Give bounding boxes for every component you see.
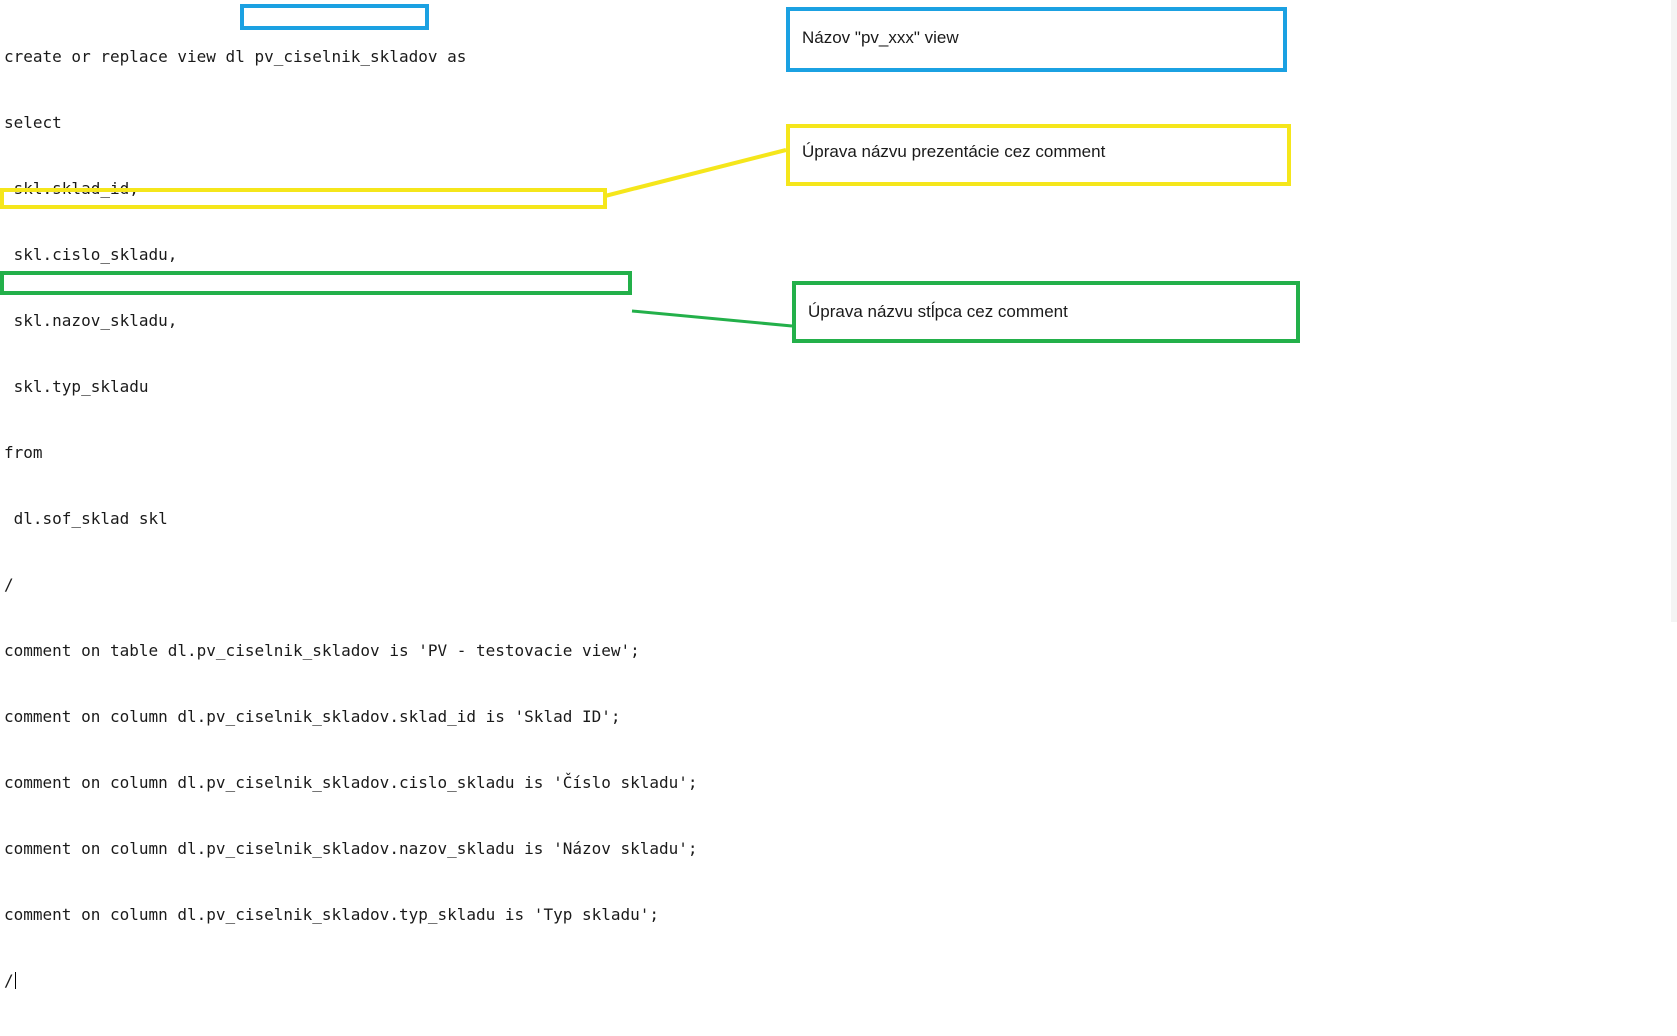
code-line-15[interactable]: /: [4, 970, 698, 992]
code-line-15-text: /: [4, 971, 14, 990]
code-line-2[interactable]: select: [4, 113, 62, 132]
code-line-7[interactable]: from: [4, 443, 43, 462]
table-comment-callout-text: Úprava názvu prezentácie cez comment: [802, 142, 1106, 161]
green-connector: [631, 309, 793, 328]
vertical-scrollbar[interactable]: [1671, 0, 1677, 622]
table-comment-highlight: [0, 188, 607, 209]
connector-lines: [604, 148, 793, 328]
code-line-11[interactable]: comment on column dl.pv_ciselnik_skladov…: [4, 707, 621, 726]
view-name-callout-text: Názov "pv_xxx" view: [802, 28, 959, 47]
code-line-12[interactable]: comment on column dl.pv_ciselnik_skladov…: [4, 773, 698, 792]
code-line-1[interactable]: create or replace view dl pv_ciselnik_sk…: [4, 47, 467, 66]
column-comment-callout: Úprava názvu stĺpca cez comment: [792, 281, 1300, 343]
view-name-highlight: [240, 4, 429, 30]
code-line-4[interactable]: skl.cislo_skladu,: [4, 245, 178, 264]
code-line-13[interactable]: comment on column dl.pv_ciselnik_skladov…: [4, 839, 698, 858]
text-caret: [14, 972, 16, 989]
code-line-9[interactable]: /: [4, 575, 14, 594]
yellow-connector: [604, 148, 787, 198]
code-editor[interactable]: create or replace view dl pv_ciselnik_sk…: [0, 0, 1677, 990]
column-comment-highlight: [0, 271, 632, 295]
column-comment-callout-text: Úprava názvu stĺpca cez comment: [808, 302, 1068, 321]
code-line-10[interactable]: comment on table dl.pv_ciselnik_skladov …: [4, 641, 640, 660]
code-line-5[interactable]: skl.nazov_skladu,: [4, 311, 178, 330]
view-name-callout: Názov "pv_xxx" view: [786, 7, 1287, 72]
code-line-14[interactable]: comment on column dl.pv_ciselnik_skladov…: [4, 905, 660, 924]
table-comment-callout: Úprava názvu prezentácie cez comment: [786, 124, 1291, 186]
code-line-6[interactable]: skl.typ_skladu: [4, 377, 149, 396]
code-line-8[interactable]: dl.sof_sklad skl: [4, 509, 168, 528]
